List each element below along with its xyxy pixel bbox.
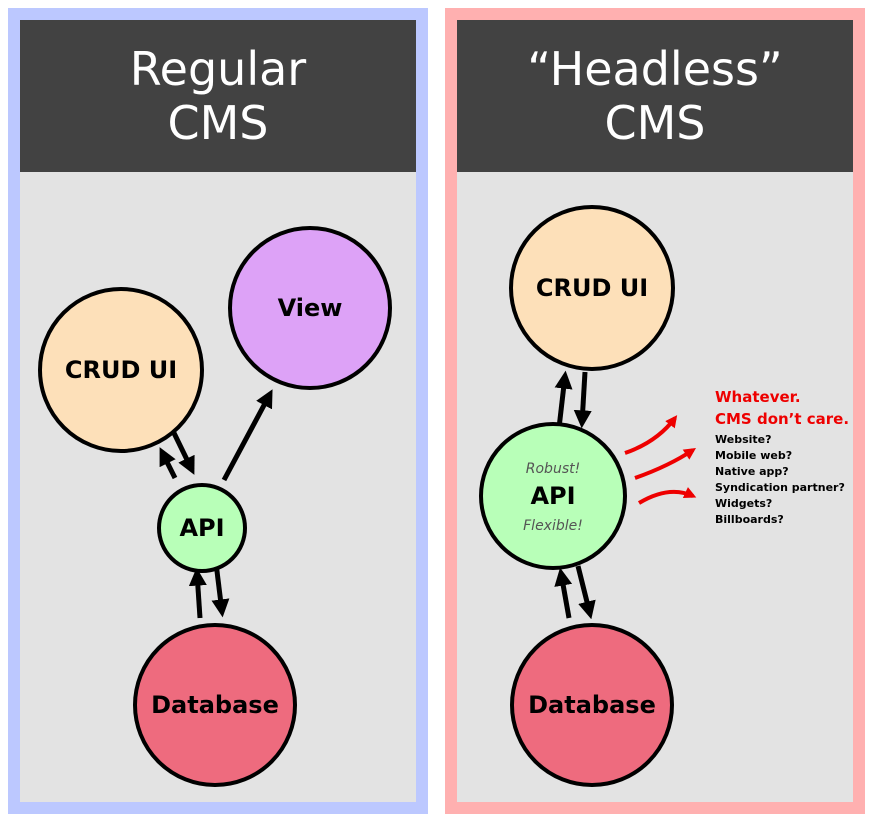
callout-line1: Whatever. [715,388,801,406]
red-arrow-top [624,415,678,455]
crud-ui-label: CRUD UI [65,356,177,384]
regular-cms-panel: Regular CMS CRUD UI View [8,8,428,814]
red-arrow-bottom [637,487,697,505]
arrow-crud-to-api [171,431,195,475]
headless-cms-panel: “Headless” CMS CRU [445,8,865,814]
callout-item-website: Website? [715,433,772,446]
arrow-api-to-view [221,389,273,482]
regular-cms-title-line1: Regular [129,42,307,96]
callout-item-widgets: Widgets? [715,497,772,510]
database-node: Database [510,623,674,787]
api-flexible-note: Flexible! [523,518,583,534]
arrow-api-to-database [575,565,596,620]
regular-cms-panel-body: Regular CMS CRUD UI View [20,20,416,802]
arrow-database-to-api [188,567,207,619]
arrow-api-to-crud [159,447,178,480]
arrow-api-to-crud [554,370,573,429]
headless-callout: Whatever. CMS don’t care. Website? Mobil… [715,388,849,526]
arrow-crud-to-api [573,371,592,429]
crud-ui-label: CRUD UI [536,274,648,302]
arrow-database-to-api [554,567,573,619]
headless-cms-title-line1: “Headless” [527,42,783,96]
callout-item-native-app: Native app? [715,465,789,478]
regular-cms-header: Regular CMS [20,20,416,172]
database-node: Database [133,623,297,787]
view-label: View [278,294,343,322]
headless-cms-header: “Headless” CMS [457,20,853,172]
api-label: API [530,482,575,510]
crud-ui-node: CRUD UI [38,287,204,453]
api-node: API [157,483,247,573]
callout-line2: CMS don’t care. [715,410,849,428]
crud-ui-node: CRUD UI [509,205,675,371]
arrow-api-to-database [211,562,230,618]
api-label: API [179,514,224,542]
callout-item-billboards: Billboards? [715,513,784,526]
headless-cms-title-line2: CMS [604,96,706,150]
regular-cms-title-line2: CMS [167,96,269,150]
red-arrow-middle [634,448,696,480]
headless-cms-diagram: CRUD UI Robust! API Flexible! Database W… [479,205,849,787]
callout-item-mobile-web: Mobile web? [715,449,792,462]
view-node: View [228,226,392,390]
callout-item-syndication-partner: Syndication partner? [715,481,845,494]
headless-cms-panel-body: “Headless” CMS CRU [457,20,853,802]
regular-cms-diagram: CRUD UI View API Database [38,226,392,787]
database-label: Database [151,691,279,719]
api-node: Robust! API Flexible! [479,422,627,570]
api-robust-note: Robust! [526,461,580,477]
database-label: Database [528,691,656,719]
